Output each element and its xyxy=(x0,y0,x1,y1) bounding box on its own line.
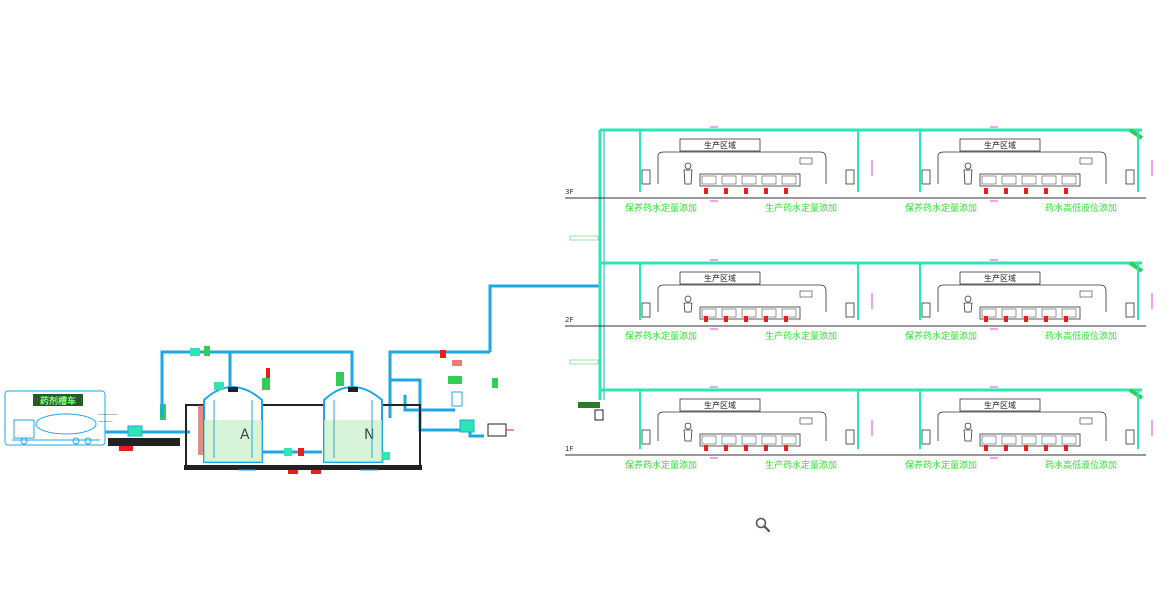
truck-area: 药剂槽车 xyxy=(4,390,106,446)
svg-text:──────: ────── xyxy=(97,419,113,424)
bay-label: 生产药水定量添加 xyxy=(765,459,837,471)
zone-label: 生产区域 xyxy=(704,273,736,283)
zone-label: 生产区域 xyxy=(984,140,1016,150)
svg-text:────────: ──────── xyxy=(97,412,118,417)
production-zone: 生产区域 xyxy=(919,126,1153,202)
production-zone: 生产区域 xyxy=(639,259,873,330)
production-zone: 生产区域 xyxy=(639,126,873,202)
production-zone: 生产区域 xyxy=(919,386,1153,459)
bay-label: 保养药水定量添加 xyxy=(905,202,977,214)
pump-base xyxy=(108,438,180,446)
truck-frame xyxy=(4,390,106,446)
riser xyxy=(569,130,605,421)
truck-wheel xyxy=(84,437,92,445)
tank-n-label: N xyxy=(364,427,374,443)
floor-label: 2F xyxy=(565,316,573,324)
pump-unit xyxy=(127,425,143,437)
tank-a-label: A xyxy=(240,427,250,443)
production-zone: 生产区域 xyxy=(639,386,873,459)
bay-label: 药水高低液位添加 xyxy=(1045,459,1117,471)
truck-cab xyxy=(13,419,35,439)
truck-wheel xyxy=(72,437,80,445)
tank-n: N xyxy=(323,372,390,471)
bay-label: 生产药水定量添加 xyxy=(765,202,837,214)
unloading-station: ──────── ────── xyxy=(97,404,190,451)
bay-label: 保养药水定量添加 xyxy=(905,459,977,471)
bay-label: 药水高低液位添加 xyxy=(1045,202,1117,214)
tank-link-pipe xyxy=(262,448,322,474)
floor-label: 1F xyxy=(565,445,573,453)
zone-label: 生产区域 xyxy=(704,400,736,410)
tank-pit xyxy=(184,404,422,470)
truck-sign-box xyxy=(33,394,83,406)
valve-manifold xyxy=(448,360,514,437)
zone-label: 生产区域 xyxy=(704,140,736,150)
bay-label: 保养药水定量添加 xyxy=(905,330,977,342)
zone-label: 生产区域 xyxy=(984,400,1016,410)
bay-label: 保养药水定量添加 xyxy=(625,330,697,342)
magnifier-icon[interactable] xyxy=(754,516,772,534)
floors: 3F生产区域生产区域保养药水定量添加生产药水定量添加保养药水定量添加药水高低液位… xyxy=(565,126,1153,471)
truck-tank xyxy=(35,413,97,435)
bay-label: 生产药水定量添加 xyxy=(765,330,837,342)
production-zone: 生产区域 xyxy=(919,259,1153,330)
truck-wheel xyxy=(20,437,28,445)
bay-label: 药水高低液位添加 xyxy=(1045,330,1117,342)
pump-red-mark xyxy=(119,446,133,451)
floor-label: 3F xyxy=(565,188,573,196)
bay-label: 保养药水定量添加 xyxy=(625,459,697,471)
tank-a: A xyxy=(198,368,270,471)
bay-label: 保养药水定量添加 xyxy=(625,202,697,214)
zone-label: 生产区域 xyxy=(984,273,1016,283)
truck-sign: 药剂槽车 xyxy=(40,395,76,407)
